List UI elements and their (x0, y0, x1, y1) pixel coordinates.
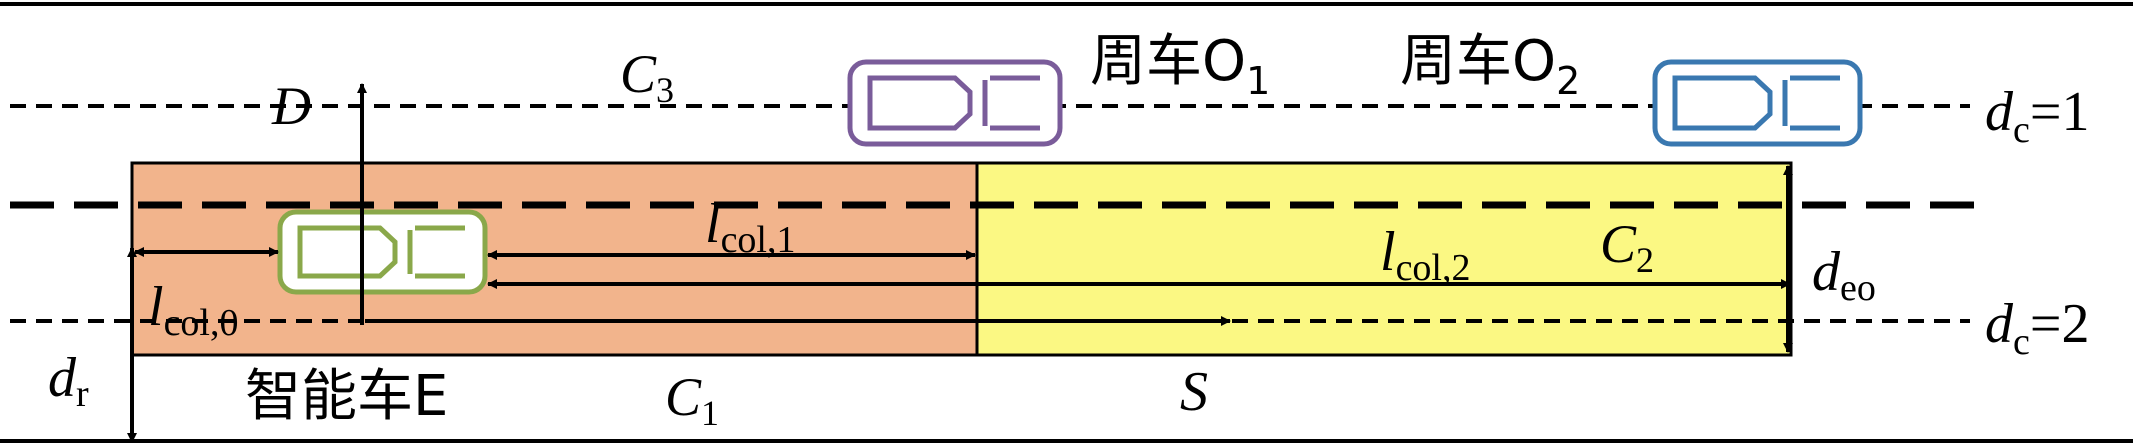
ego-conflict-zone (130, 161, 979, 357)
label-d-axis: D (271, 76, 311, 136)
label-dc2: dc=2 (1985, 293, 2089, 363)
label-dr: dr (48, 347, 89, 415)
label-car-o1: 周车O1 (1090, 29, 1270, 103)
label-lcol2: lcol,2 (1380, 221, 1471, 289)
car-o1-icon (847, 59, 1063, 147)
label-car-e: 智能车E (245, 364, 448, 429)
label-c1: C1 (665, 367, 719, 433)
label-car-o2: 周车O2 (1400, 29, 1580, 103)
label-s-axis: S (1180, 361, 1208, 423)
car-e-icon (277, 209, 488, 295)
label-deo: deo (1812, 241, 1876, 309)
label-lcol1: lcol,1 (705, 193, 796, 261)
label-c2: C2 (1600, 214, 1654, 280)
label-c3: C3 (620, 44, 674, 110)
label-dc1: dc=1 (1985, 81, 2089, 151)
car-o2-icon (1652, 59, 1863, 147)
label-lcol0: lcol,0 (148, 276, 239, 344)
